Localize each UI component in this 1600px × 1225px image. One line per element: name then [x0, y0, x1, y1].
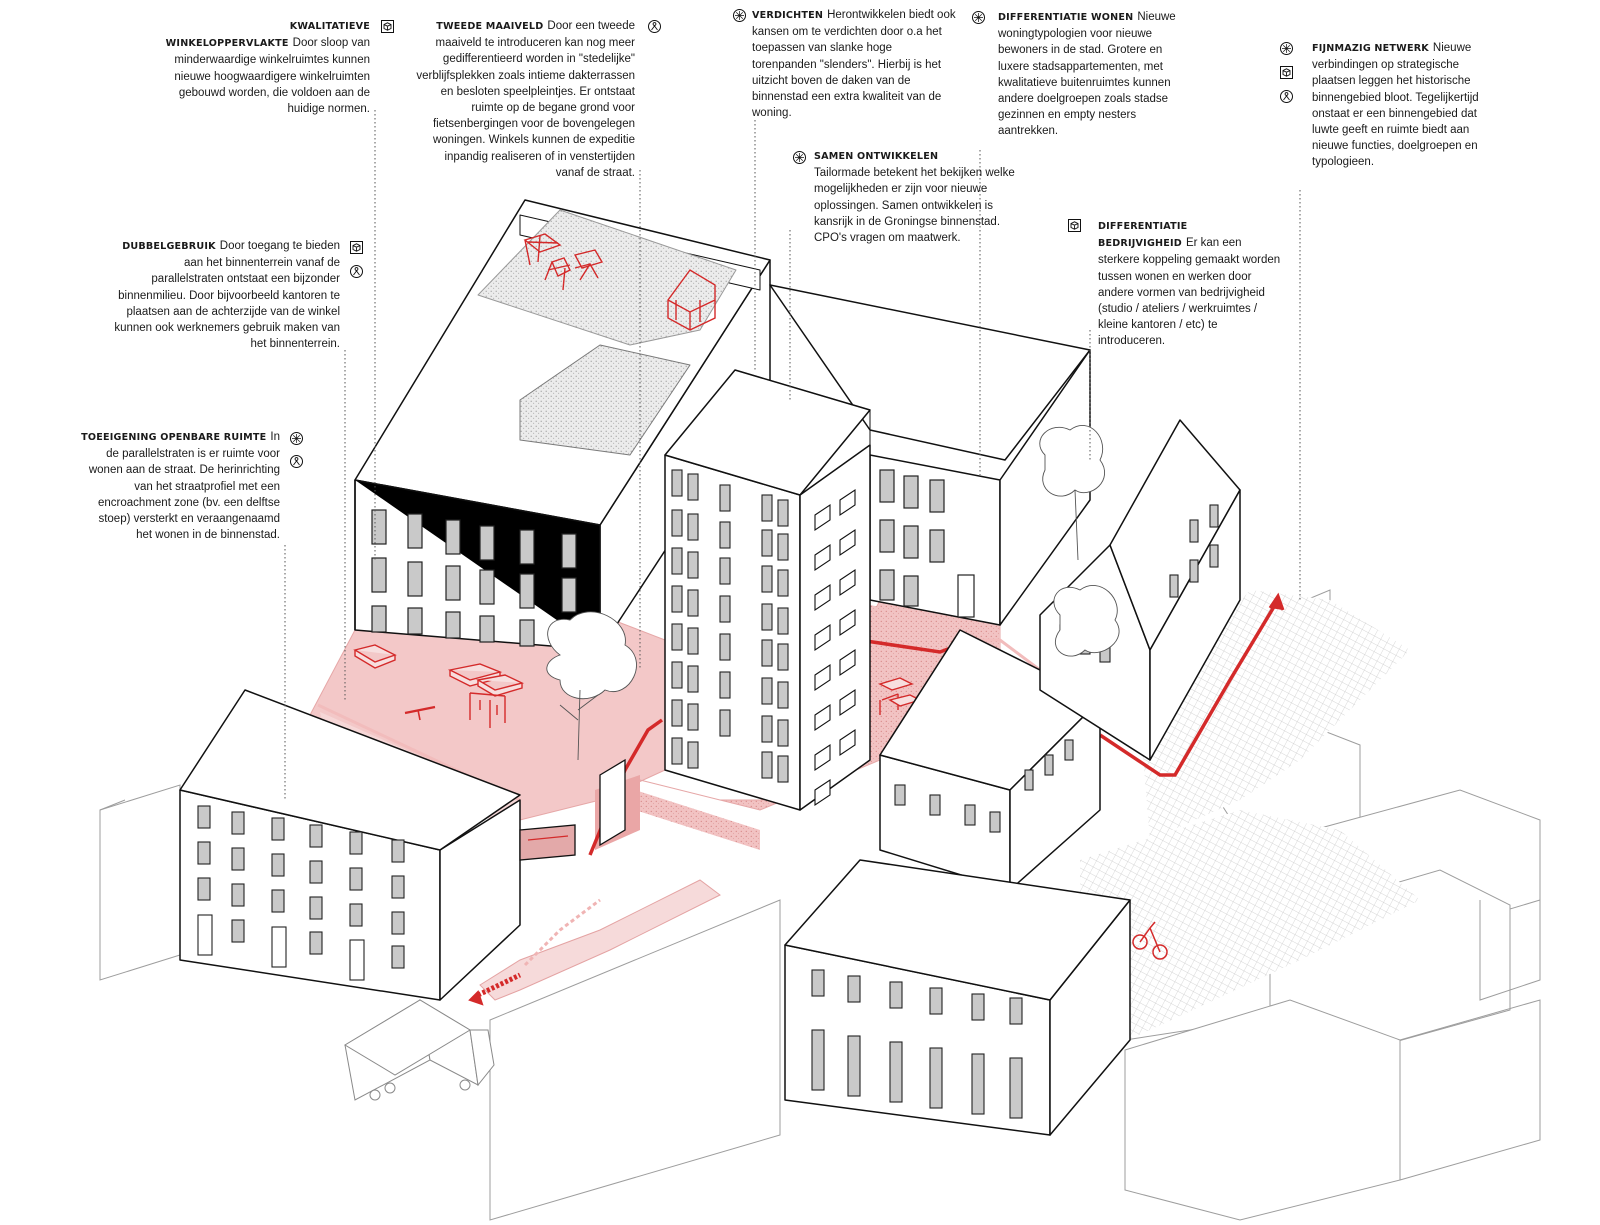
leader-lines	[284, 110, 1301, 800]
box-icon	[350, 241, 363, 254]
annotation-body: Door sloop van minderwaardige winkelruim…	[174, 37, 370, 116]
annotation-body: Door toegang te bieden aan het binnenter…	[114, 240, 340, 351]
person-icon	[1280, 90, 1293, 103]
annotation-body: Door een tweede maaiveld te introduceren…	[416, 20, 635, 179]
annotation-title: DUBBELGEBRUIK	[122, 241, 216, 252]
annotation-title: SAMEN ONTWIKKELEN	[814, 151, 939, 162]
tower-balconies	[814, 488, 856, 807]
box-icon	[1280, 66, 1293, 79]
building-front-left	[179, 689, 521, 1001]
annotation-title: FIJNMAZIG NETWERK	[1312, 43, 1429, 54]
tower-windows	[671, 469, 789, 783]
trees	[546, 424, 1120, 761]
building-back-windows	[879, 469, 975, 618]
compass-icon	[972, 11, 985, 24]
annotation-title: DIFFERENTIATIE BEDRIJVIGHEID	[1098, 221, 1188, 250]
delivery-truck	[344, 999, 495, 1101]
annotation-body: Herontwikkelen biedt ook kansen om te ve…	[752, 9, 956, 120]
person-icon	[648, 20, 661, 33]
roof-terrace-furniture	[523, 233, 716, 331]
annotation-title: TWEEDE MAAIVELD	[436, 21, 544, 32]
annotation-samen-ontwikkelen: SAMEN ONTWIKKELEN Tailormade betekent het…	[814, 149, 1034, 246]
bicycle	[1132, 921, 1168, 960]
annotation-title: VERDICHTEN	[752, 10, 824, 21]
compass-icon	[1280, 42, 1293, 55]
compass-icon	[733, 9, 746, 22]
annotation-title: DIFFERENTIATIE WONEN	[998, 12, 1134, 23]
garage-entrance	[519, 758, 626, 861]
annotation-body: Tailormade betekent het bekijken welke m…	[814, 167, 1015, 245]
compass-icon	[290, 432, 303, 445]
person-icon	[350, 265, 363, 278]
building-front-left-windows	[197, 805, 405, 981]
annotation-title: TOEEIGENING OPENBARE RUIMTE	[81, 432, 267, 443]
box-icon	[1068, 219, 1081, 232]
box-icon	[381, 20, 394, 33]
building-large-block	[354, 199, 771, 651]
building-front-middle-windows	[811, 969, 1023, 1119]
building-front-middle	[784, 859, 1131, 1136]
building-middle-right	[879, 629, 1101, 891]
annotation-body: In de parallelstraten is er ruimte voor …	[88, 431, 280, 542]
annotation-body: Nieuwe woningtypologien voor nieuwe bewo…	[998, 11, 1176, 138]
compass-icon	[793, 151, 806, 164]
building-middle-right-windows	[894, 739, 1074, 833]
annotation-title: KWALITATIEVE WINKELOPPERVLAKTE	[165, 21, 370, 50]
annotation-body: Er kan een sterkere koppeling gemaakt wo…	[1098, 237, 1281, 348]
person-icon	[290, 455, 303, 468]
annotation-body: Nieuwe verbindingen op strategische plaa…	[1312, 42, 1479, 169]
street-paving	[1080, 810, 1420, 1060]
